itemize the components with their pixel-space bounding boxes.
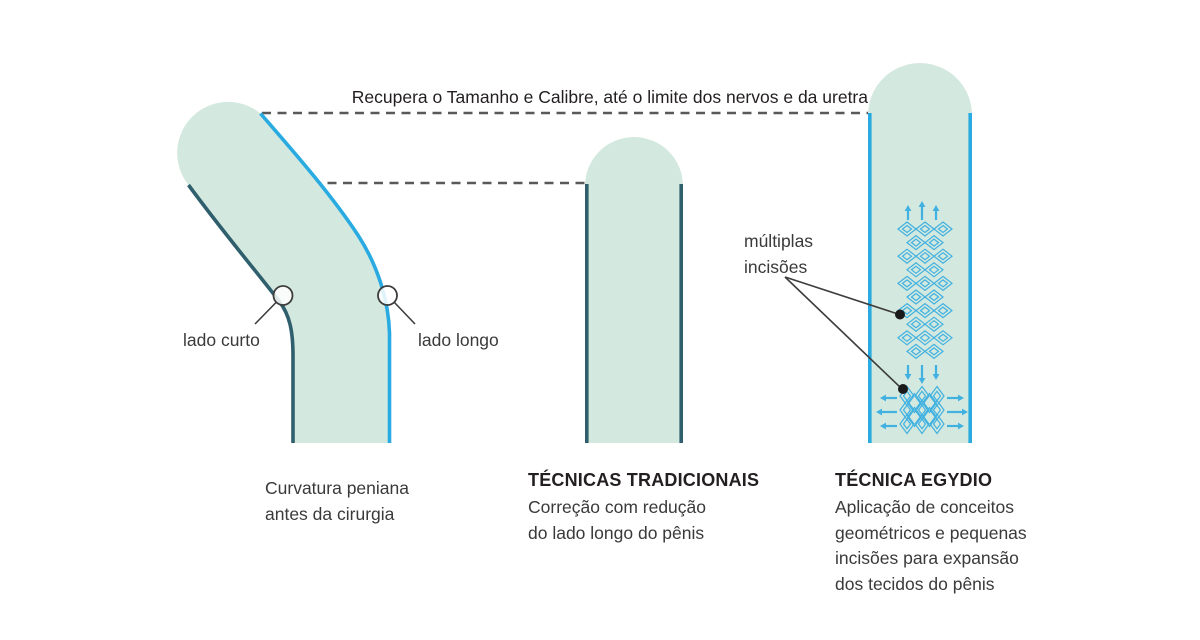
short-side-pointer-line [254, 301, 278, 325]
incisions-pointer-dot-upper [895, 309, 905, 320]
long-side-marker-circle [377, 285, 398, 306]
incision-diamond-mesh-lower [899, 385, 945, 435]
curved-shaft-fill [177, 101, 390, 443]
egydio-technique-shape [784, 63, 973, 443]
top-note-label: Recupera o Tamanho e Calibre, até o limi… [351, 87, 868, 107]
caption-traditional-title: TÉCNICAS TRADICIONAIS [528, 470, 760, 490]
incisions-pointer-dot-lower [898, 384, 908, 394]
caption-traditional: TÉCNICAS TRADICIONAIS Correção com reduç… [528, 468, 759, 546]
incision-diamond-mesh-upper [897, 221, 953, 360]
caption-egydio-title: TÉCNICA EGYDIO [835, 470, 993, 490]
caption-before-text: Curvatura peniana antes da cirurgia [265, 478, 409, 524]
before-surgery-shape [177, 101, 416, 443]
expansion-arrows [876, 201, 968, 430]
long-side-line [259, 112, 392, 443]
caption-egydio: TÉCNICA EGYDIO Aplicação de conceitos ge… [835, 468, 1027, 597]
caption-traditional-text: Correção com redução do lado longo do pê… [528, 497, 706, 543]
caption-before-surgery: Curvatura peniana antes da cirurgia [265, 476, 409, 527]
short-side-label: lado curto [183, 330, 260, 350]
incisions-pointer-line-upper [784, 276, 899, 315]
long-side-pointer-line [393, 301, 416, 325]
multiple-incisions-label: múltiplas incisões [744, 231, 814, 277]
long-side-label: lado longo [418, 330, 499, 350]
traditional-technique-shape [584, 137, 684, 443]
incisions-pointer-line-lower [784, 276, 902, 389]
short-side-marker-circle [272, 285, 294, 306]
caption-egydio-text: Aplicação de conceitos geométricos e peq… [835, 497, 1027, 594]
traditional-shaft-fill [585, 137, 683, 443]
